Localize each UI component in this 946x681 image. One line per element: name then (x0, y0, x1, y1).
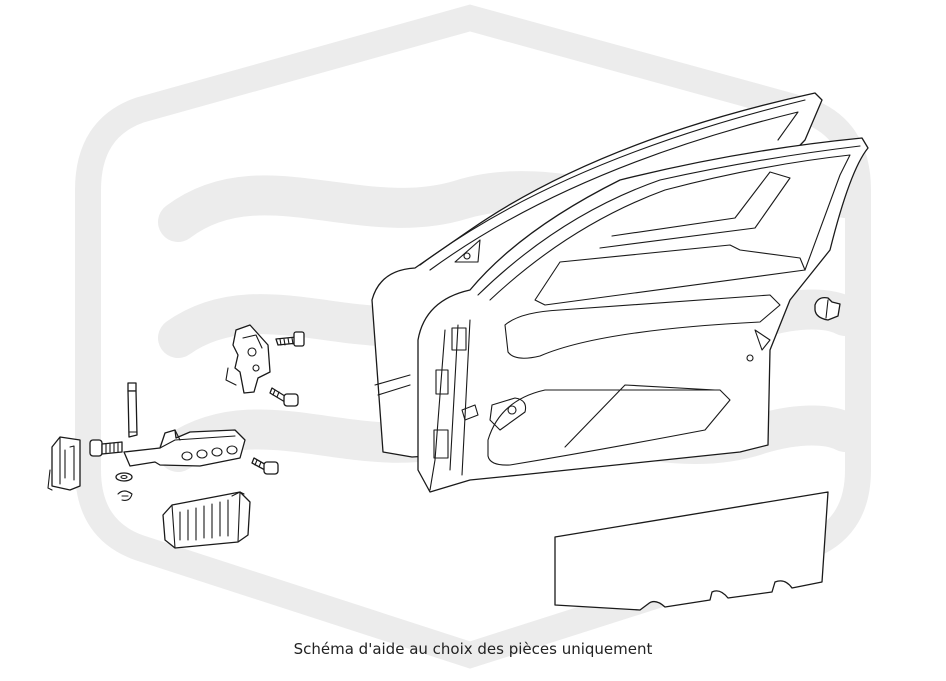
retaining-clip (47, 436, 81, 491)
hinge-bracket (225, 324, 271, 394)
check-cover (162, 491, 251, 549)
bolt-3 (251, 457, 279, 475)
window-glass (554, 491, 829, 611)
door-check-strap (123, 429, 246, 467)
grommet-plug (814, 297, 841, 321)
washer (115, 472, 133, 482)
bolt-2 (269, 387, 299, 407)
circlip (117, 490, 133, 501)
bolt-4 (89, 439, 123, 457)
check-pin (127, 382, 138, 438)
door-shell (371, 92, 869, 493)
bolt-1 (275, 331, 305, 347)
diagram-caption: Schéma d'aide au choix des pièces unique… (293, 640, 653, 658)
